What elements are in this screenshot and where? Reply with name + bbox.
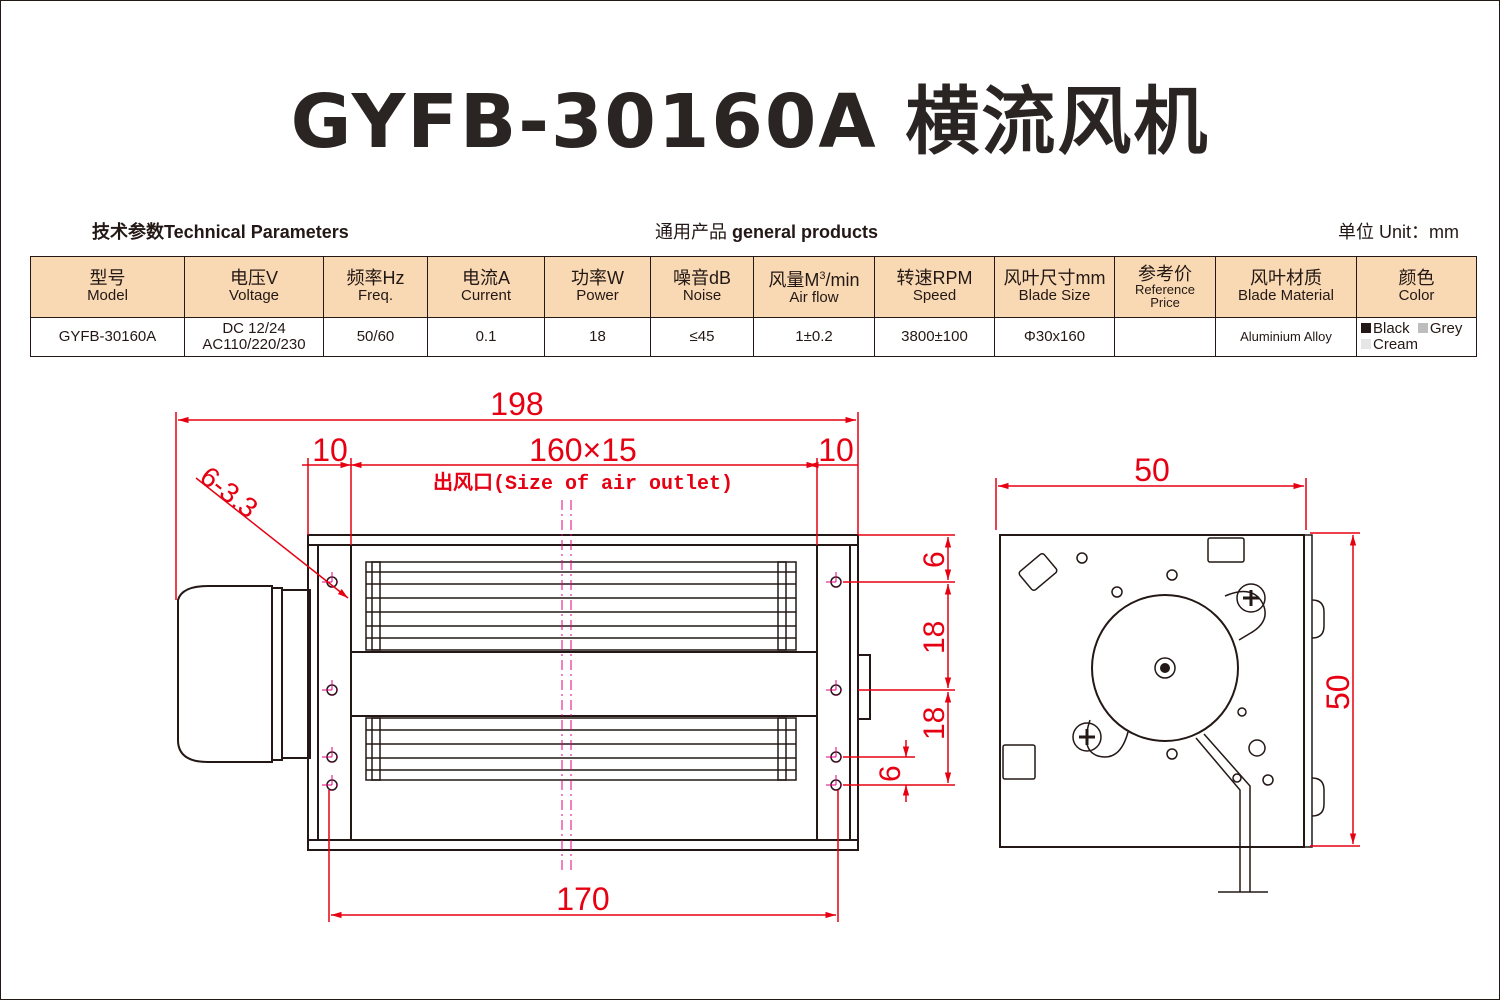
impeller-bottom — [365, 717, 797, 781]
cell-current: 0.1 — [427, 317, 545, 357]
unit-en: Unit：mm — [1379, 222, 1460, 242]
general-products-cn: 通用产品 — [655, 222, 727, 242]
color-cream: Cream — [1373, 336, 1419, 353]
front-view — [177, 534, 871, 851]
dim-hole-span: 170 — [556, 881, 609, 917]
cell-price — [1114, 317, 1216, 357]
grey-swatch — [1417, 323, 1428, 333]
air-outlet-channel — [350, 651, 818, 717]
motor-flange — [271, 587, 283, 761]
cell-material: Aluminium Alloy — [1215, 317, 1357, 357]
dim-holes: 6-3.3 — [194, 460, 263, 524]
color-black: Black — [1373, 320, 1410, 337]
side-dimensions — [995, 478, 1360, 847]
dim-margin-left: 10 — [312, 432, 348, 468]
frame-outline — [307, 534, 859, 851]
dim-side-height: 50 — [1320, 674, 1356, 710]
cell-speed: 3800±100 — [874, 317, 995, 357]
black-swatch — [1361, 323, 1371, 333]
motor-housing — [177, 585, 273, 763]
color-grey: Grey — [1429, 320, 1463, 337]
dim-v3: 18 — [918, 707, 951, 740]
motor-disc — [1091, 594, 1239, 742]
side-view — [999, 534, 1325, 893]
cell-color: Black Grey Cream — [1356, 317, 1477, 357]
impeller-top — [365, 561, 797, 651]
page-title: GYFB-30160A 横流风机 — [290, 79, 1210, 165]
dim-side-width: 50 — [1134, 452, 1170, 488]
general-products-label: 通用产品 general products — [655, 218, 878, 244]
dim-margin-right: 10 — [818, 432, 854, 468]
tech-params-en: Technical Parameters — [164, 222, 349, 242]
side-dim-labels: 50 50 — [1134, 452, 1356, 710]
cell-freq: 50/60 — [323, 317, 428, 357]
dim-outlet: 160×15 — [529, 432, 637, 468]
cream-swatch — [1361, 339, 1371, 349]
centerlines — [322, 500, 846, 872]
front-dimensions — [175, 412, 955, 922]
cell-model: GYFB-30160A — [30, 317, 185, 357]
cell-noise: ≤45 — [650, 317, 754, 357]
outlet-label: 出风口(Size of air outlet) — [433, 471, 733, 496]
general-products-en: general products — [732, 222, 879, 242]
right-side-plate — [816, 544, 851, 841]
dim-v1: 6 — [918, 551, 951, 568]
dim-v4: 6 — [874, 765, 907, 782]
front-dim-labels: 198 10 160×15 10 170 6-3.3 6 18 18 6 出风口… — [194, 386, 951, 917]
cell-power: 18 — [544, 317, 651, 357]
cell-airflow: 1±0.2 — [753, 317, 875, 357]
unit-cn: 单位 — [1338, 222, 1374, 242]
motor-mount — [281, 589, 311, 759]
left-side-plate — [317, 544, 352, 841]
tech-params-label: 技术参数Technical Parameters — [92, 218, 349, 244]
dim-v2: 18 — [918, 621, 951, 654]
unit-label: 单位 Unit：mm — [1338, 218, 1459, 244]
cell-blade-size: Φ30x160 — [994, 317, 1115, 357]
bearing-bracket — [857, 654, 871, 720]
dim-overall-length: 198 — [490, 386, 543, 422]
tech-params-cn: 技术参数 — [92, 222, 164, 242]
